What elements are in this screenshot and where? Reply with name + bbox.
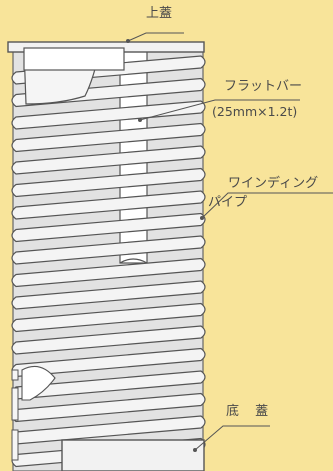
leader-bottom-cover bbox=[194, 425, 270, 451]
top-cover-rim bbox=[23, 47, 125, 71]
label-top-cover: 上蓋 bbox=[146, 6, 173, 21]
leader-top-cover bbox=[127, 32, 184, 42]
coil-turn bbox=[11, 235, 206, 265]
bottom-coil-cut bbox=[21, 365, 56, 401]
label-flat-bar: フラットバー bbox=[224, 79, 303, 94]
bottom-cutaway bbox=[11, 369, 19, 461]
coil-turn bbox=[11, 257, 206, 288]
bottom-cover bbox=[61, 439, 205, 471]
leader-winding-pipe bbox=[201, 192, 333, 219]
label-winding-pipe-line1: ワインディング bbox=[228, 176, 319, 191]
label-flat-bar-spec: (25mm×1.2t) bbox=[212, 104, 298, 119]
coil-turn bbox=[11, 190, 206, 220]
flat-bar-cut bbox=[119, 258, 148, 264]
leader-flat-bar bbox=[139, 99, 300, 121]
coil-turn bbox=[11, 167, 206, 198]
coil-turn bbox=[11, 325, 206, 355]
coil-turn bbox=[11, 347, 206, 378]
coil-turn bbox=[11, 122, 206, 153]
coil-turn bbox=[11, 145, 206, 175]
label-winding-pipe-line2: パイプ bbox=[208, 195, 248, 210]
coil-turn bbox=[11, 280, 206, 310]
coil-turn bbox=[11, 302, 206, 333]
label-bottom-cover: 底 蓋 bbox=[226, 404, 275, 419]
